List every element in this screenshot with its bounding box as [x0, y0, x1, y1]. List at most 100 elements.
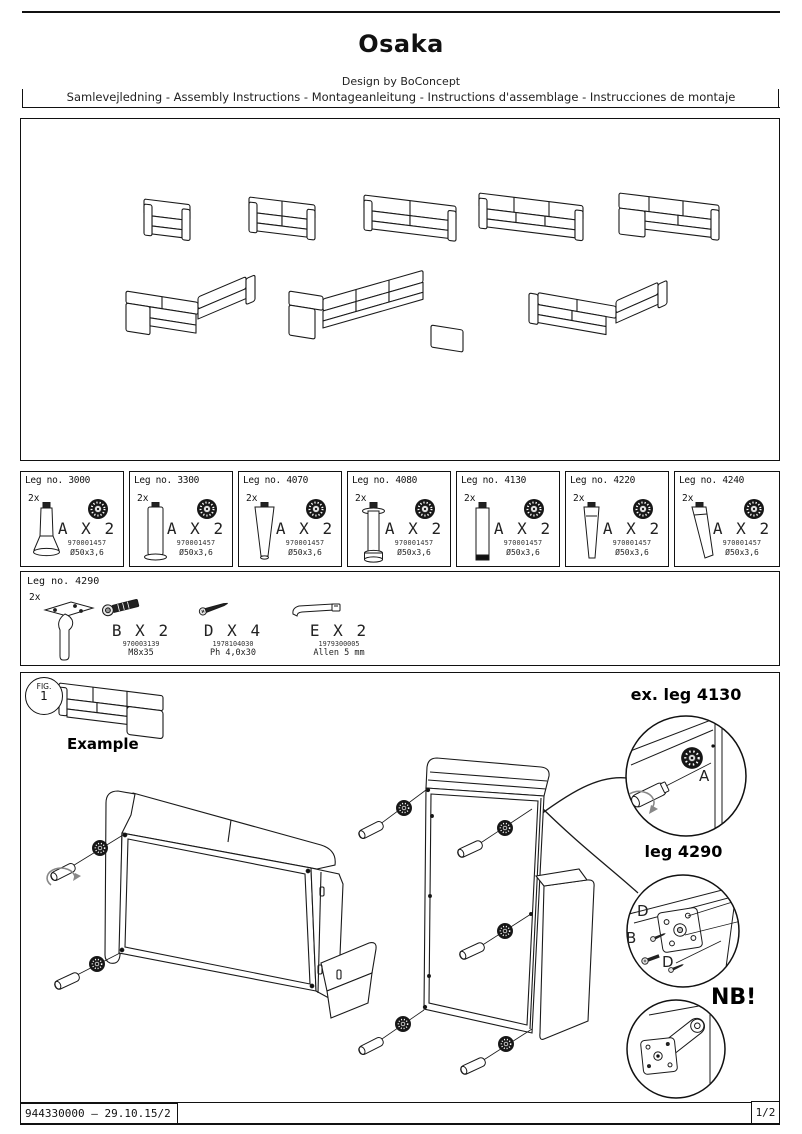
sofa-2-seater: [248, 196, 316, 241]
right-sofa-unit: [422, 757, 595, 1040]
part-number: 970001457: [612, 539, 652, 547]
callout-title-ex-leg-4130: ex. leg 4130: [630, 685, 742, 704]
washer-disc-icon: [633, 499, 653, 519]
sofa-chaise: [618, 192, 720, 241]
hardware-item-d: D X 4 1978104030 Ph 4,0x30: [191, 598, 275, 658]
leg-4240-icon: [691, 502, 714, 559]
language-subtitle: Samlevejledning - Assembly Instructions …: [66, 90, 736, 104]
leg-box-4290: Leg no. 4290 2x B X 2 970: [20, 571, 780, 666]
nb-label: NB!: [711, 985, 757, 1010]
leg-4290-icon: [43, 601, 95, 661]
leg-qty: 2x: [355, 493, 367, 504]
sofa-corner: [528, 280, 668, 336]
hardware-item-e: E X 2 1979300005 Allen 5 mm: [289, 598, 389, 658]
leg-qty: 2x: [137, 493, 149, 504]
leg-label: Leg no. 4290: [27, 576, 100, 587]
bottom-rule: [20, 1123, 780, 1125]
part-number: 970001457: [722, 539, 762, 547]
footer-page-number: 1/2: [751, 1101, 780, 1124]
fig-number: 1: [40, 689, 48, 703]
top-rule: [22, 11, 780, 13]
part-letter-qty: A X 2: [57, 519, 117, 538]
allen-key-icon: [292, 603, 341, 617]
washer-disc-icon: [744, 499, 764, 519]
part-number: 1978104030: [212, 640, 254, 648]
leg-4070-icon: [254, 502, 275, 560]
part-number: 970001457: [285, 539, 325, 547]
leg-box-4240: Leg no. 4240 2x A X 2 970001457 Ø50x3,6: [674, 471, 780, 567]
design-credit: Design by BoConcept: [341, 75, 461, 88]
leg-box-4070: Leg no. 4070 2x A X 2 970001457 Ø50x3,6: [238, 471, 342, 567]
part-size: Ph 4,0x30: [209, 648, 257, 658]
letter-a-label: A: [699, 767, 710, 785]
leg-assemblies: [46, 789, 533, 1077]
leg-label: Leg no. 4240: [679, 475, 745, 486]
subtitle-left-tick: [22, 89, 24, 108]
leg-box-3300: Leg no. 3300 2x A X 2 970001457 Ø50x3,6: [129, 471, 233, 567]
part-number: 970001457: [503, 539, 543, 547]
callout-title-leg-4290: leg 4290: [644, 842, 723, 861]
sofa-u-shape: [288, 270, 464, 353]
leg-qty: 2x: [573, 493, 585, 504]
screw-icon: [198, 602, 228, 616]
page-title: Osaka: [358, 30, 444, 58]
fig-number-badge: FIG. 1: [25, 677, 63, 715]
part-number: 970001457: [67, 539, 107, 547]
leg-qty: 2x: [28, 493, 40, 504]
washer-disc-icon: [415, 499, 435, 519]
part-size: Ø50x3,6: [288, 548, 322, 557]
leg-qty: 2x: [682, 493, 694, 504]
leg-label: Leg no. 4130: [461, 475, 527, 486]
leg-4220-icon: [583, 502, 600, 559]
leg-label: Leg no. 4220: [570, 475, 636, 486]
part-letter-qty: A X 2: [166, 519, 226, 538]
leg-qty: 2x: [29, 592, 41, 603]
part-number: 1979300005: [318, 640, 360, 648]
footer-doc-number: 944330000 – 29.10.15/2: [20, 1103, 178, 1124]
part-letter-qty: A X 2: [384, 519, 444, 538]
part-size: Ø50x3,6: [397, 548, 431, 557]
part-number: 970001457: [176, 539, 216, 547]
leg-qty: 2x: [464, 493, 476, 504]
sofa-armchair: [143, 198, 191, 241]
part-size: Ø50x3,6: [506, 548, 540, 557]
part-size: M8x35: [128, 648, 154, 658]
part-letter-qty: E X 2: [309, 621, 369, 640]
sofa-corner-chaise-left: [125, 274, 256, 336]
washer-disc-icon: [524, 499, 544, 519]
washer-disc-icon: [306, 499, 326, 519]
letter-b-label: B: [626, 929, 637, 947]
page-number-text: 1/2: [755, 1106, 776, 1119]
doc-number-text: 944330000 – 29.10.15/2: [25, 1107, 171, 1120]
part-size: Ø50x3,6: [615, 548, 649, 557]
fig-label: FIG.: [36, 682, 52, 691]
part-letter-qty: A X 2: [602, 519, 662, 538]
leg-qty: 2x: [246, 493, 258, 504]
part-size: Ø50x3,6: [70, 548, 104, 557]
part-number: 970001457: [394, 539, 434, 547]
sofa-3-seater: [363, 194, 457, 242]
header-bottom-rule: [22, 107, 780, 109]
letter-d2-label: D: [662, 953, 674, 971]
leg-label: Leg no. 3000: [25, 475, 91, 486]
sofa-4-seater: [478, 192, 584, 242]
part-letter-qty: A X 2: [712, 519, 772, 538]
leg-box-4080: Leg no. 4080 2x A X 2 970001457 Ø50x3,6: [347, 471, 451, 567]
bolt-icon: [102, 598, 140, 617]
leg-label: Leg no. 3300: [134, 475, 200, 486]
sofa-lineup-drawings: [125, 192, 720, 353]
assembly-drawing: [46, 682, 747, 1099]
callout-line-b: [536, 802, 639, 894]
washer-disc-icon: [88, 499, 108, 519]
callout-ex-leg-4130: [625, 715, 747, 837]
sofa-lineup-panel: [20, 118, 780, 461]
example-label: Example: [67, 735, 139, 753]
hardware-item-b: B X 2 970003139 M8x35: [99, 598, 183, 658]
example-sofa-icon: [58, 682, 164, 739]
part-number: 970003139: [122, 640, 160, 648]
subtitle-right-tick: [778, 89, 780, 108]
part-letter-qty: B X 2: [111, 621, 171, 640]
leg-box-4220: Leg no. 4220 2x A X 2 970001457 Ø50x3,6: [565, 471, 669, 567]
leg-label: Leg no. 4070: [243, 475, 309, 486]
letter-d1-label: D: [637, 902, 649, 920]
